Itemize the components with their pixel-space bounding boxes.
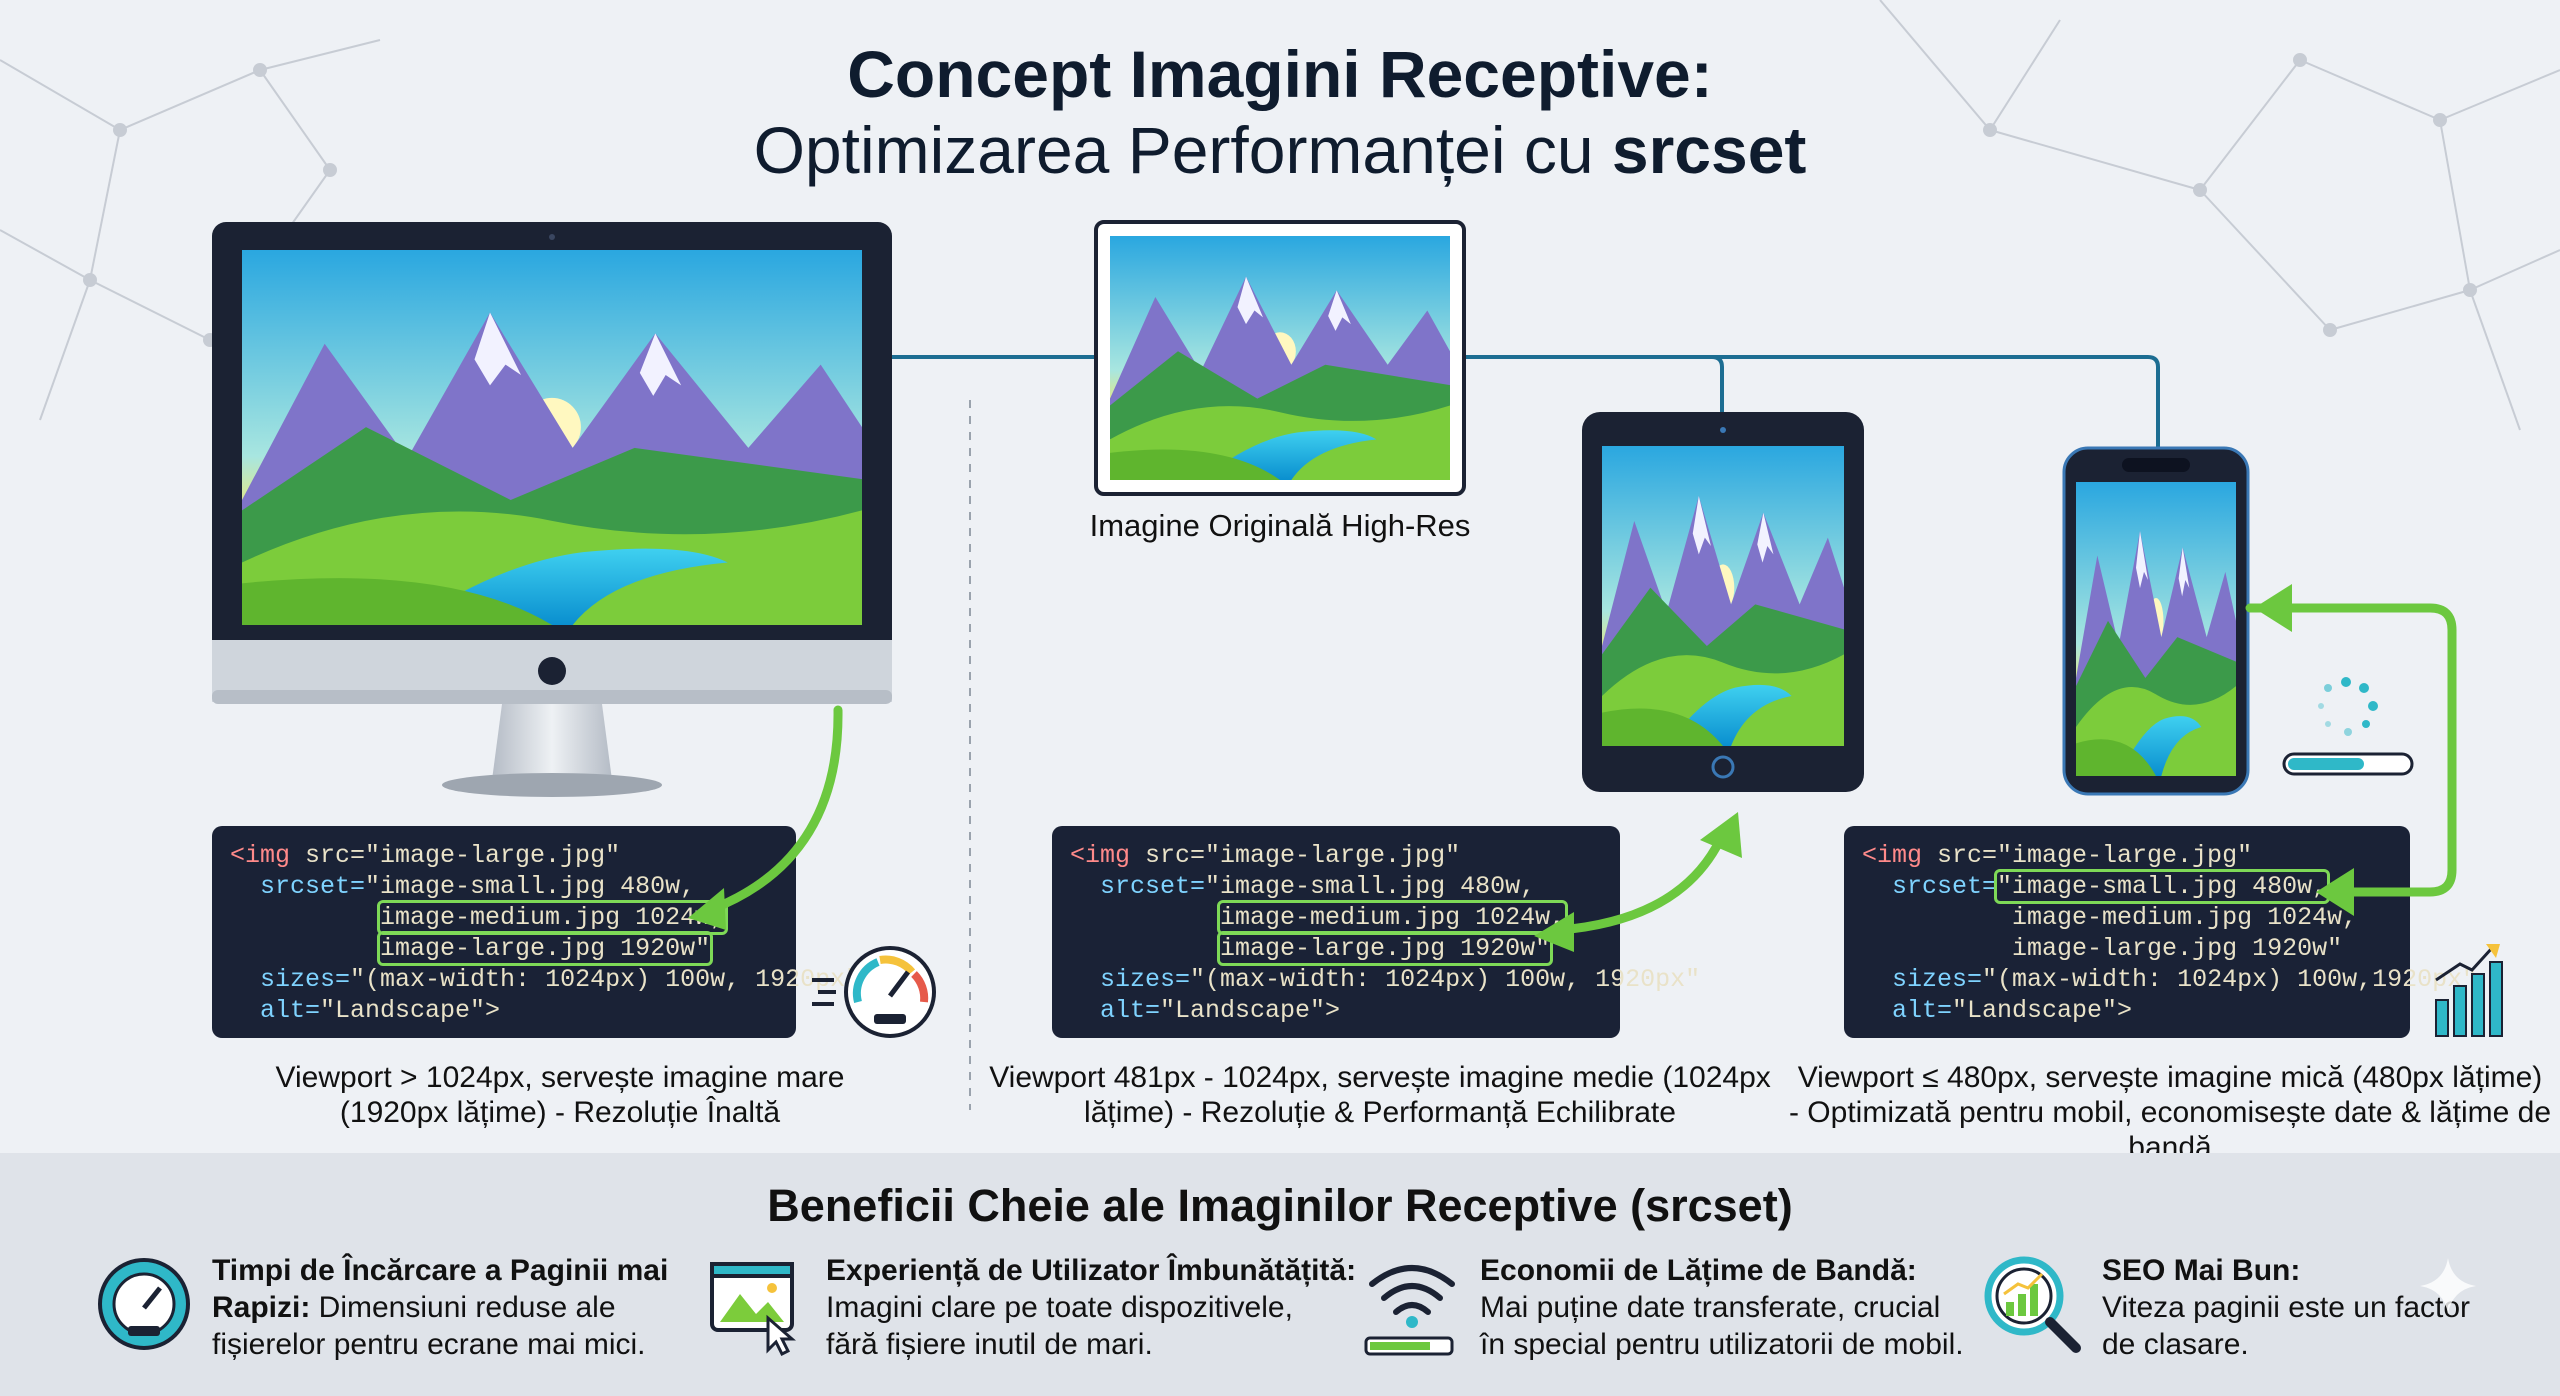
code-attr: srcset= [1862,872,1998,901]
code-line: image-medium.jpg 1024w, [230,900,778,935]
code-value: "image-small.jpg 480w, [365,872,696,901]
benefit-text: Viteza paginii este un factor [2102,1291,2471,1324]
code-attr: sizes= [1862,965,1983,994]
code-value: "Landscape"> [1160,996,1341,1025]
code-line: <img src="image-large.jpg" [1862,840,2392,871]
original-image-frame [1094,220,1466,496]
benefit-text: fișierelor pentru ecrane mai mici. [212,1328,646,1361]
benefit-bandwidth: Economii de Lățime de Bandă: Mai puține … [1480,1252,2000,1363]
code-line: srcset="image-small.jpg 480w, [1862,869,2392,904]
benefit-load-time: Timpi de Încărcare a Paginii mai Rapizi:… [212,1252,712,1363]
speedometer-icon [98,1258,190,1350]
caption-line: Viewport > 1024px, servește imagine mare [275,1061,845,1094]
benefit-heading: SEO Mai Bun: [2102,1254,2301,1287]
code-attr: srcset= [1070,872,1206,901]
code-line: image-medium.jpg 1024w, [1862,902,2392,933]
benefit-heading: Rapizi: [212,1291,311,1324]
code-line: alt="Landscape"> [1070,995,1602,1026]
code-line: srcset="image-small.jpg 480w, [1070,871,1602,902]
benefit-text: în special pentru utilizatorii de mobil. [1480,1328,1964,1361]
code-highlight-medium: image-medium.jpg 1024w, [1217,900,1569,935]
caption-tablet: Viewport 481px - 1024px, servește imagin… [980,1060,1780,1130]
original-image-label: Imagine Originală High-Res [1089,508,1471,543]
code-line: alt="Landscape"> [230,995,778,1026]
code-value: "(max-width: 1024px) 100w, 1920px" [350,965,861,994]
caption-line: lățime) - Rezoluție & Performanță Echili… [1084,1096,1676,1129]
benefit-heading: Experiență de Utilizator Îmbunătățită: [826,1254,1357,1287]
code-line: sizes="(max-width: 1024px) 100w, 1920px" [230,964,860,995]
code-attr: alt= [1862,996,1953,1025]
code-src: src="image-large.jpg" [1130,841,1461,870]
code-line: image-medium.jpg 1024w, [1070,900,1602,935]
code-line: <img src="image-large.jpg" [1070,840,1602,871]
caption-line: Viewport ≤ 480px, servește imagine mică … [1797,1061,2543,1094]
code-attr: alt= [230,996,321,1025]
benefit-text: fără fișiere inutil de mari. [826,1328,1153,1361]
title-line-2-text: Optimizarea Performanței cu [753,113,1612,187]
code-value: "Landscape"> [320,996,501,1025]
title-srcset: srcset [1611,113,1807,187]
caption-line: (1920px lățime) - Rezoluție Înaltă [339,1096,781,1129]
benefits-panel [0,1153,2560,1396]
title-line-2: Optimizarea Performanței cu srcset [0,112,2560,188]
title-line-1: Concept Imagini Receptive: [847,37,1713,111]
benefit-seo: SEO Mai Bun: Viteza paginii este un fact… [2102,1252,2522,1363]
code-attr: sizes= [1070,965,1191,994]
code-tag: <img [230,841,291,870]
code-src: src="image-large.jpg" [290,841,621,870]
desktop-monitor [212,222,892,797]
code-value: "(max-width: 1024px) 100w,1920px" [1982,965,2478,994]
code-block-phone: <img src="image-large.jpg" srcset="image… [1844,826,2477,1038]
code-value: "Landscape"> [1952,996,2133,1025]
code-highlight-large: image-large.jpg 1920w" [1217,931,1554,966]
caption-line: Viewport 481px - 1024px, servește imagin… [989,1061,1771,1094]
code-line: <img src="image-large.jpg" [230,840,778,871]
benefit-text: Mai puține date transferate, crucial [1480,1291,1941,1324]
code-value: "image-small.jpg 480w, [1205,872,1536,901]
code-attr: sizes= [230,965,351,994]
image-cursor-icon [710,1262,796,1357]
benefit-text: de clasare. [2102,1328,2249,1361]
magnifier-chart-icon [1984,1256,2081,1353]
code-line: sizes="(max-width: 1024px) 100w, 1920px" [1070,964,1700,995]
phone-device [2062,446,2250,796]
code-line: image-large.jpg 1920w" [1070,931,1602,966]
benefit-text: Dimensiuni reduse ale [310,1291,616,1324]
benefit-text: Imagini clare pe toate dispozitivele, [826,1291,1293,1324]
caption-phone: Viewport ≤ 480px, servește imagine mică … [1780,1060,2560,1165]
code-line: alt="Landscape"> [1862,995,2392,1026]
caption-desktop: Viewport > 1024px, servește imagine mare… [160,1060,960,1130]
code-highlight-large: image-large.jpg 1920w" [377,931,714,966]
benefits-title: Beneficii Cheie ale Imaginilor Receptive… [767,1180,1793,1231]
code-value: "(max-width: 1024px) 100w, 1920px" [1190,965,1701,994]
code-line: image-large.jpg 1920w" [230,931,778,966]
code-attr: alt= [1070,996,1161,1025]
tablet-device [1582,412,1864,792]
code-block-tablet: <img src="image-large.jpg" srcset="image… [1052,826,1700,1038]
code-src: src="image-large.jpg" [1922,841,2253,870]
code-tag: <img [1862,841,1923,870]
code-highlight-small: "image-small.jpg 480w, [1994,869,2331,904]
benefit-heading: Timpi de Încărcare a Paginii mai [212,1254,669,1287]
code-attr: srcset= [230,872,366,901]
code-highlight-medium: image-medium.jpg 1024w, [377,900,729,935]
code-line: sizes="(max-width: 1024px) 100w,1920px" [1862,964,2477,995]
benefit-heading: Economii de Lățime de Bandă: [1480,1254,1917,1287]
code-tag: <img [1070,841,1131,870]
wifi-icon [1364,1265,1455,1356]
code-value: image-large.jpg 1920w" [2012,934,2343,963]
benefit-user-experience: Experiență de Utilizator Îmbunătățită: I… [826,1252,1386,1363]
code-line: srcset="image-small.jpg 480w, [230,871,778,902]
gauge-icon [812,946,936,1038]
sparkle-icon [2420,1258,2476,1314]
loading-spinner-icon [2282,677,2414,776]
growth-chart-icon [2435,944,2503,1037]
code-line: image-large.jpg 1920w" [1862,933,2392,964]
code-value: image-medium.jpg 1024w, [2012,903,2358,932]
code-block-desktop: <img src="image-large.jpg" srcset="image… [212,826,860,1038]
